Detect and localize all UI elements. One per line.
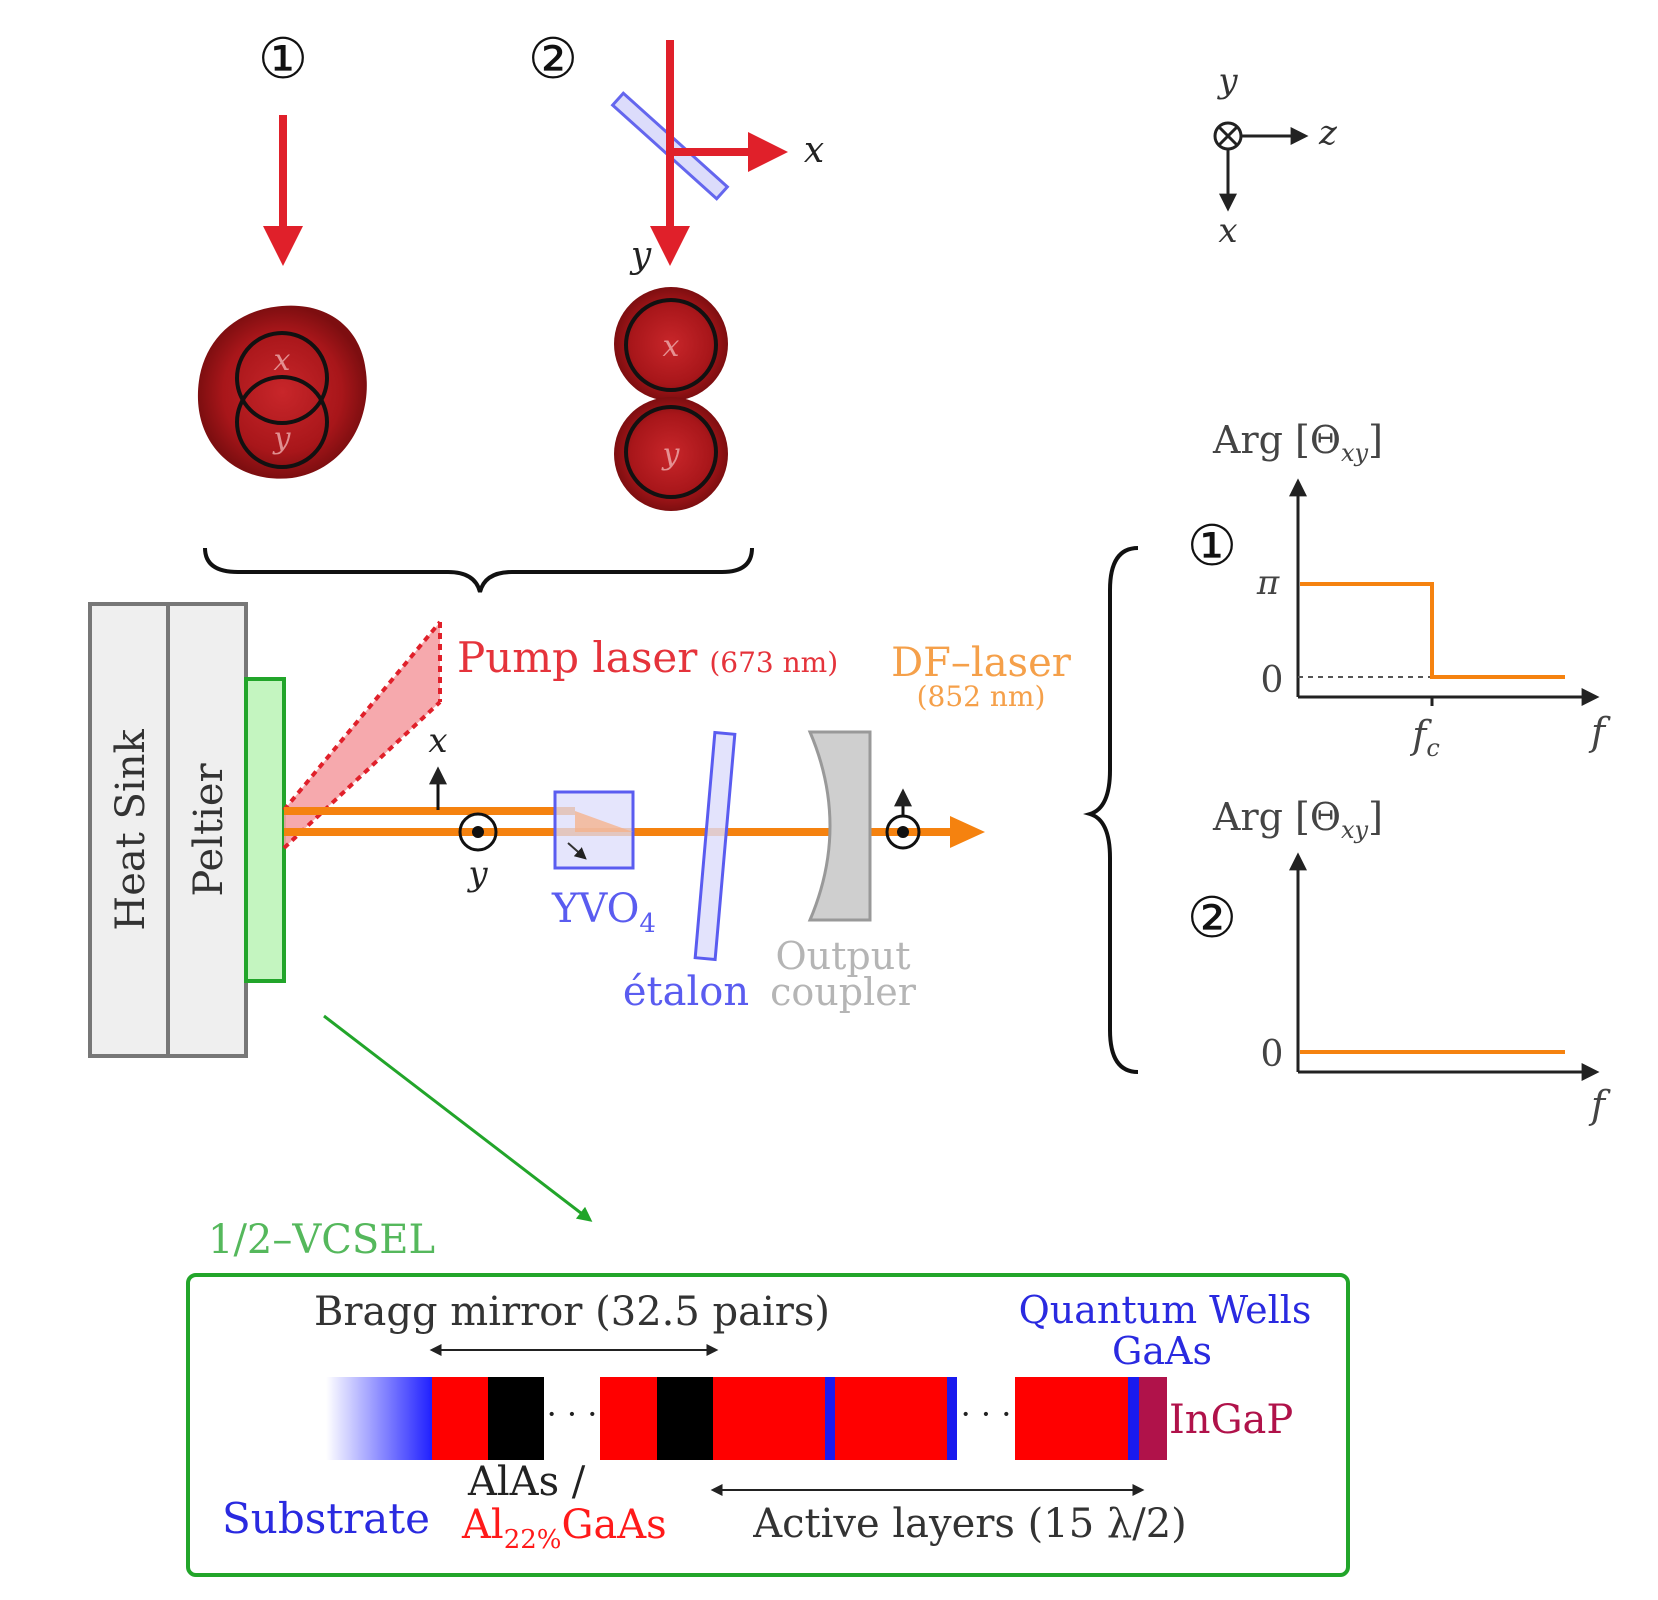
phase-plot-2: Arg [Θxy] ② 0 f <box>1187 795 1611 1127</box>
df-laser-label: DF–laser <box>891 640 1072 686</box>
df-laser-wavelength: (852 nm) <box>917 680 1046 713</box>
setup-2-x-label: x <box>804 130 824 171</box>
active-layer <box>835 1377 947 1460</box>
plot-1-ylabel: Arg [Θxy] <box>1212 418 1383 467</box>
spot-2-y-label: y <box>661 437 681 472</box>
phase-plot-1: Arg [Θxy] ① π 0 fc f <box>1187 418 1611 762</box>
bragg-mirror-label: Bragg mirror (32.5 pairs) <box>314 1289 830 1335</box>
plot-2-xlabel: f <box>1588 1083 1611 1127</box>
plot-1-xlabel: f <box>1588 710 1611 754</box>
output-coupler-label-2: coupler <box>770 970 917 1014</box>
pump-laser-label: Pump laser(673 nm) <box>457 633 838 682</box>
triad-z-label: z <box>1318 113 1338 153</box>
vcsel-title: 1/2–VCSEL <box>208 1217 435 1263</box>
pump-laser-beam <box>284 622 440 848</box>
peltier-block <box>166 602 248 1058</box>
spot-1-y-circle <box>235 375 329 469</box>
spot-1-y-label: y <box>272 421 292 456</box>
plot-2-marker: ② <box>1187 886 1237 951</box>
triad-x-label: x <box>1218 211 1237 251</box>
quantum-well-layer <box>947 1377 957 1460</box>
alas-layer <box>657 1377 713 1460</box>
heat-sink-label: Heat Sink <box>108 729 154 931</box>
vcsel-zoom-arrow <box>323 1014 593 1222</box>
vcsel-layer-stack: · · · · · · <box>326 1377 1167 1460</box>
output-coupler-mirror <box>807 730 872 922</box>
cavity-y-polarization-icon <box>458 812 498 852</box>
setup-1-beam-spot: x y <box>197 305 367 479</box>
cavity-y-label: y <box>466 854 488 894</box>
half-vcsel-chip <box>244 677 286 983</box>
vcsel-structure-box <box>186 1273 1350 1577</box>
setup-2-y-label: y <box>629 235 652 276</box>
spot-1-x-label: x <box>274 343 291 378</box>
spot-1-x-circle <box>235 331 329 425</box>
active-layers-label: Active layers (15 λ/2) <box>752 1501 1187 1547</box>
quantum-wells-label: Quantum Wells <box>1019 1288 1312 1332</box>
peltier-label: Peltier <box>186 763 232 897</box>
substrate-layer <box>326 1377 432 1460</box>
yvo4-label: YVO4 <box>551 886 656 939</box>
etalon-plate <box>693 730 737 962</box>
layer-dots-2: · · · <box>961 1395 1012 1433</box>
setup-2-beam-spots: x y <box>614 287 728 511</box>
spot-2-x-label: x <box>663 329 680 364</box>
quantum-well-layer <box>825 1377 835 1460</box>
plot-1-pi-tick: π <box>1256 563 1280 603</box>
algaas-layer <box>600 1377 657 1460</box>
quantum-wells-material: GaAs <box>1112 1329 1212 1373</box>
right-curly-brace <box>1083 546 1139 1074</box>
coordinate-triad: y z x <box>1213 61 1338 251</box>
output-coupler-label-1: Output <box>776 934 911 978</box>
setup-1-marker: ① <box>258 27 308 92</box>
alas-label: AlAs / <box>467 1459 586 1505</box>
plot-1-phase-curve <box>1300 582 1565 679</box>
quantum-well-layer <box>1128 1377 1139 1460</box>
alas-layer <box>488 1377 544 1460</box>
active-layer <box>713 1377 825 1460</box>
substrate-label: Substrate <box>222 1494 430 1543</box>
top-curly-brace <box>203 547 754 593</box>
spot-2-y-circle <box>624 405 718 499</box>
plot-1-zero-tick: 0 <box>1261 660 1284 701</box>
ingap-cap-layer <box>1139 1377 1167 1460</box>
ingap-label: InGaP <box>1169 1397 1293 1443</box>
plot-1-marker: ① <box>1187 514 1237 579</box>
spot-2-x-circle <box>624 298 718 392</box>
plot-1-fc-tick: fc <box>1409 713 1440 762</box>
plot-2-ylabel: Arg [Θxy] <box>1212 795 1383 844</box>
output-beam-arrowhead <box>950 816 985 848</box>
triad-y-label: y <box>1216 61 1238 101</box>
algaas-layer <box>432 1377 488 1460</box>
setup-2-marker: ② <box>528 27 578 92</box>
cavity-x-label: x <box>428 721 447 761</box>
plot-2-zero-tick: 0 <box>1261 1034 1284 1075</box>
etalon-label: étalon <box>623 969 749 1015</box>
algaas-label: Al22%GaAs <box>461 1502 667 1555</box>
layer-dots-1: · · · <box>547 1395 598 1433</box>
active-layer <box>1015 1377 1128 1460</box>
